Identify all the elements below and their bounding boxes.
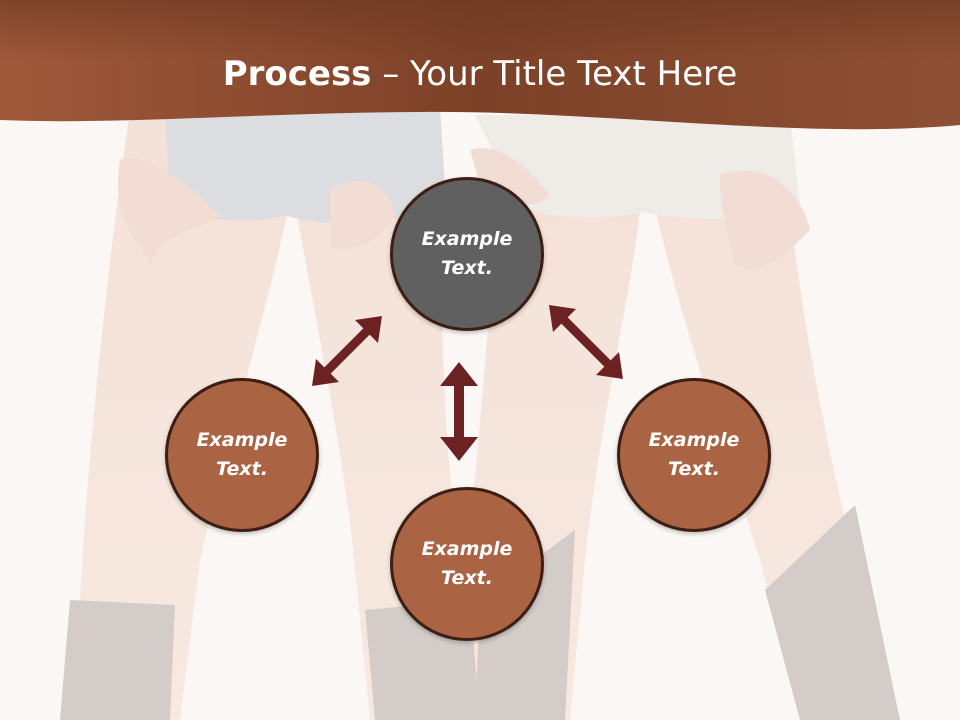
title-rest: – Your Title Text Here: [371, 54, 738, 94]
process-circle-bottom: Example Text.: [390, 487, 544, 641]
circle-top-line2: Text.: [441, 257, 493, 279]
process-circle-right: Example Text.: [617, 378, 771, 532]
page-title: Process – Your Title Text Here: [0, 52, 960, 96]
double-arrow-left-icon: [312, 316, 382, 386]
circle-bottom-line2: Text.: [441, 567, 493, 589]
circle-left-line1: Example: [196, 429, 288, 451]
circle-bottom-line1: Example: [421, 538, 513, 560]
process-circle-top: Example Text.: [390, 177, 544, 331]
double-arrow-vertical-icon: [440, 362, 478, 461]
circle-right-line2: Text.: [668, 458, 720, 480]
title-bold: Process: [222, 54, 372, 94]
double-arrow-right-icon: [549, 305, 623, 379]
circle-right-line1: Example: [648, 429, 740, 451]
process-circle-left: Example Text.: [165, 378, 319, 532]
circle-left-line2: Text.: [216, 458, 268, 480]
circle-top-line1: Example: [421, 228, 513, 250]
